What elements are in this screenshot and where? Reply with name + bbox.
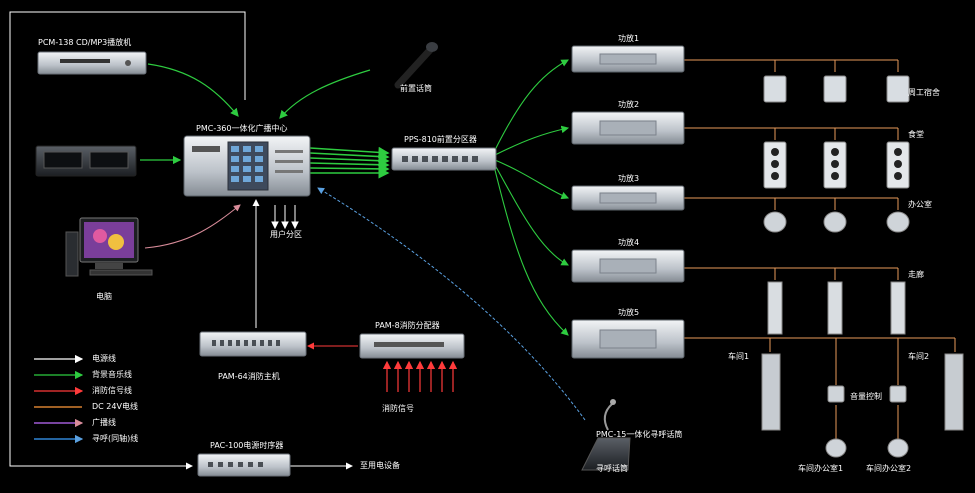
- computer-broadcast-wire: [144, 204, 241, 249]
- amp-4-device: [571, 249, 685, 283]
- legend-label-paging: 寻呼(同轴)线: [92, 434, 139, 443]
- zone-4-label: 走廊: [908, 270, 924, 279]
- fire-signal-arrows: [382, 360, 458, 392]
- cassette-deck-device: [35, 145, 137, 177]
- zone2-speakers: [763, 141, 910, 189]
- amp-3-label: 功放3: [618, 174, 640, 183]
- timer-label: PAC-100电源时序器: [210, 441, 284, 450]
- power-loop-wire: [9, 11, 246, 470]
- handheld-mic-device: [394, 42, 438, 89]
- central-to-splitter-bundle: [309, 146, 390, 179]
- legend-label-fire: 消防信号线: [92, 386, 132, 395]
- power-out-label: 至用电设备: [360, 461, 400, 470]
- timer-device: [197, 453, 291, 477]
- user-zone-arrows: [271, 205, 299, 230]
- fire-host-device: [199, 331, 307, 357]
- mic-top-label: 前置话筒: [400, 84, 432, 93]
- paging-mic-sub-label: 寻呼话筒: [596, 464, 628, 473]
- paging-mic-label: PMC-15一体化寻呼话筒: [596, 430, 683, 439]
- central-device: [183, 135, 311, 197]
- amp-2-device: [571, 111, 685, 145]
- zone-5a-label: 车间1: [728, 352, 750, 361]
- zone-splitter-label: PPS-810前置分区器: [404, 135, 477, 144]
- amp-1-label: 功放1: [618, 34, 640, 43]
- user-zones-label: 用户分区: [270, 230, 302, 239]
- fire-sequencer-label: PAM-8消防分配器: [375, 321, 440, 330]
- office-2-label: 车间办公室2: [866, 464, 912, 473]
- zone1-speakers: [763, 75, 910, 103]
- zone-2-label: 食堂: [908, 130, 924, 139]
- zone5-speakers: [761, 353, 964, 458]
- legend-label-dc: DC 24V电线: [92, 402, 138, 411]
- fire-host-label: PAM-64消防主机: [218, 372, 280, 381]
- fire-signal-label: 消防信号: [382, 404, 414, 413]
- cd-player-device: [37, 51, 147, 75]
- computer-label: 电脑: [96, 292, 112, 301]
- zone4-speakers: [767, 281, 906, 335]
- legend-keys: [34, 354, 84, 444]
- amp-4-label: 功放4: [618, 238, 640, 247]
- volume-control-label: 音量控制: [850, 392, 882, 401]
- bgm-input-wires: [140, 63, 371, 165]
- amp-5-label: 功放5: [618, 308, 640, 317]
- office-1-label: 车间办公室1: [798, 464, 844, 473]
- amp-output-wires: [684, 59, 956, 440]
- amp-1-device: [571, 45, 685, 73]
- paging-mic-device: [581, 399, 631, 471]
- legend-label-broadcast: 广播线: [92, 418, 116, 427]
- central-label: PMC-360一体化广播中心: [196, 124, 288, 133]
- zone3-speakers: [763, 211, 910, 233]
- amp-5-device: [571, 319, 685, 359]
- fire-sequencer-device: [359, 333, 465, 359]
- paging-wire: [317, 187, 586, 421]
- cd-player-label: PCM-138 CD/MP3播放机: [38, 38, 132, 47]
- computer-device: [65, 217, 153, 277]
- amp-3-device: [571, 185, 685, 211]
- legend-label-power: 电源线: [92, 354, 116, 363]
- amp-2-label: 功放2: [618, 100, 640, 109]
- splitter-to-amps-wires: [494, 59, 570, 336]
- zone-1-label: 周工宿舍: [908, 88, 940, 97]
- zone-3-label: 办公室: [908, 200, 932, 209]
- legend-label-bgm: 背景音乐线: [92, 370, 132, 379]
- zone-5b-label: 车间2: [908, 352, 930, 361]
- zone-splitter-device: [391, 147, 497, 171]
